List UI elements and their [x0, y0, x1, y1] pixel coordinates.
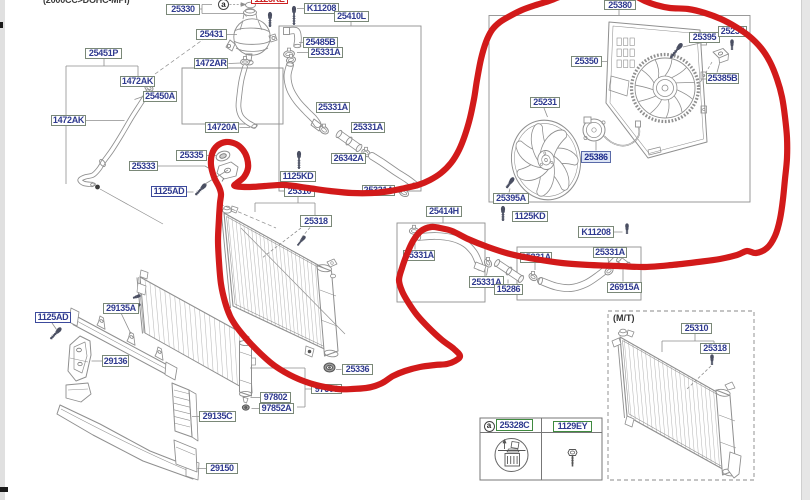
- part-label-25414H-32[interactable]: 25414H: [426, 206, 462, 217]
- part-label-26915A-39[interactable]: 26915A: [607, 282, 642, 293]
- part-label-25331A-34[interactable]: 25331A: [403, 250, 435, 261]
- page-right-edge[interactable]: [801, 0, 810, 500]
- part-label-25318-22[interactable]: 25318: [300, 215, 332, 227]
- part-label-25331A-6[interactable]: 25331A: [308, 47, 343, 58]
- part-label-29136-46[interactable]: 29136: [102, 355, 129, 367]
- part-label-K11208-33[interactable]: K11208: [578, 226, 614, 238]
- part-label-26342A-15[interactable]: 26342A: [331, 153, 366, 164]
- part-label-25380-23[interactable]: 25380: [604, 0, 636, 10]
- air-guard-art: [56, 382, 200, 481]
- part-label-25310-49[interactable]: 25310: [681, 323, 712, 334]
- part-label-25336-40[interactable]: 25336: [342, 364, 373, 375]
- side-bracket-art: [67, 335, 92, 382]
- part-label-1472AK-9[interactable]: 1472AK: [120, 76, 155, 87]
- legend-callout-a-marker: a: [483, 420, 495, 432]
- part-label-25310-19[interactable]: 25310: [284, 186, 315, 197]
- part-label-25450A-10[interactable]: 25450A: [143, 91, 177, 102]
- part-label-1472AK-11[interactable]: 1472AK: [51, 115, 86, 126]
- part-label-29150-48[interactable]: 29150: [206, 463, 238, 474]
- part-label-1125KD-31[interactable]: 1125KD: [512, 211, 548, 222]
- part-label-1472AR-8[interactable]: 1472AR: [194, 58, 228, 69]
- support-bar-art: [68, 307, 178, 381]
- part-label-97802-42[interactable]: 97802: [260, 392, 291, 403]
- edge-tick-bottom: [0, 487, 8, 492]
- part-label-25386-29[interactable]: 25386: [581, 151, 611, 163]
- part-label-25331A-12[interactable]: 25331A: [316, 102, 350, 113]
- part-label-25395-26[interactable]: 25395: [689, 32, 720, 43]
- edge-tick-top: [0, 22, 3, 28]
- part-label-25333-17[interactable]: 25333: [129, 161, 158, 171]
- part-label-25331A-36[interactable]: 25331A: [520, 252, 552, 263]
- part-label-25395A-30[interactable]: 25395A: [493, 193, 529, 204]
- part-label-1125AD-45[interactable]: 1125AD: [35, 312, 71, 323]
- part-label-25331A-37[interactable]: 25331A: [593, 247, 627, 258]
- engine-spec-heading: (2000CC>DOHC-MPI): [43, 0, 130, 5]
- part-label-29135C-47[interactable]: 29135C: [199, 411, 236, 422]
- part-label-1125KE-1[interactable]: 1125KE: [251, 0, 288, 4]
- part-label-15286-38[interactable]: 15286: [494, 284, 523, 295]
- part-label-1125KD-18[interactable]: 1125KD: [280, 171, 316, 182]
- part-label-29135A-44[interactable]: 29135A: [103, 303, 139, 314]
- part-label-25330-0[interactable]: 25330: [166, 4, 200, 15]
- part-label-25331A-14[interactable]: 25331A: [351, 122, 385, 133]
- reservoir-supply-hose-art: [77, 82, 154, 190]
- part-label-25410L-3[interactable]: 25410L: [334, 11, 369, 22]
- part-label-1125AD-20[interactable]: 1125AD: [151, 186, 187, 197]
- part-label-25328C-51[interactable]: 25328C: [496, 419, 533, 431]
- part-label-97606-41[interactable]: 97606: [311, 384, 342, 394]
- part-label-25231-25[interactable]: 25231: [530, 97, 560, 108]
- part-label-25235-27[interactable]: 25235: [718, 26, 747, 37]
- part-label-14720A-13[interactable]: 14720A: [205, 122, 239, 133]
- part-label-25331A-21[interactable]: 25331A: [362, 185, 395, 196]
- page-left-edge: [0, 0, 5, 500]
- part-label-25451P-7[interactable]: 25451P: [85, 48, 122, 59]
- part-label-25318-50[interactable]: 25318: [700, 343, 730, 354]
- part-label-97852A-43[interactable]: 97852A: [259, 403, 294, 414]
- part-label-25431-4[interactable]: 25431: [196, 29, 227, 40]
- part-label-25350-24[interactable]: 25350: [571, 56, 602, 67]
- part-label-1129EY-52[interactable]: 1129EY: [553, 421, 592, 432]
- part-label-25385B-28[interactable]: 25385B: [706, 73, 739, 84]
- part-label-25335-16[interactable]: 25335: [176, 150, 207, 161]
